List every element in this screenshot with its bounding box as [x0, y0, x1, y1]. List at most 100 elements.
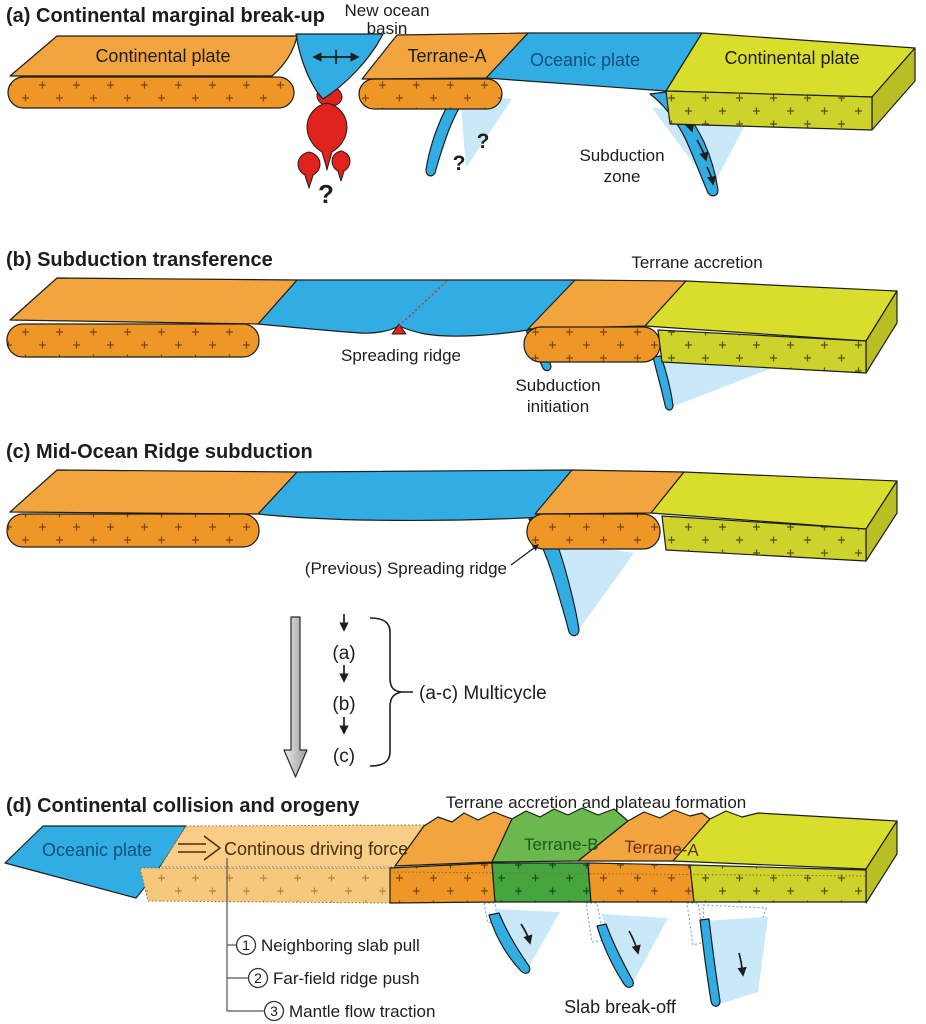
terrane-a-crust — [358, 78, 503, 110]
force-1-number: 1 — [242, 937, 250, 953]
force-1-circle — [235, 934, 257, 956]
force-2-label: Far-field ridge push — [273, 969, 419, 988]
plateau-formation-label: Terrane accretion and plateau formation — [446, 793, 747, 812]
continental-plate-left-label: Continental plate — [95, 46, 230, 66]
multicycle-label: (a-c) Multicycle — [419, 683, 547, 704]
previous-spreading-ridge-label: (Previous) Spreading ridge — [305, 559, 507, 578]
slab-question-mark-2: ? — [453, 152, 466, 175]
panel-a-title: (a) Continental marginal break-up — [6, 5, 325, 27]
orogen-orange-crust — [389, 862, 496, 904]
subduction-zone-label-line1: Subduction — [579, 146, 664, 165]
spreading-ridge-axis — [398, 280, 448, 327]
continent-crust-b — [657, 329, 867, 374]
former-surface-dotted-line — [389, 871, 867, 877]
continental-plate-left-top-b — [9, 277, 298, 325]
driving-forces-list: 1 Neighboring slab pull 2 Far-field ridg… — [226, 858, 435, 1022]
previous-spreading-ridge-pointer — [510, 544, 539, 566]
terrane-a-crust-d — [587, 862, 695, 903]
new-ocean-basin-label-line1: New ocean — [344, 1, 429, 20]
spreading-ridge-magma — [391, 323, 407, 335]
oceanic-plate-label: Oceanic plate — [530, 50, 640, 70]
forces-connector-lines — [226, 858, 264, 1012]
panel-b-title: (b) Subduction transference — [6, 249, 273, 271]
terrane-a-top-d — [577, 809, 711, 862]
subduction-initiation-label-line2: initiation — [527, 397, 589, 416]
slab3-sink-arrow — [737, 952, 747, 977]
driving-force-arrow — [178, 835, 221, 861]
stalled-slab — [425, 92, 468, 177]
slab-break-off-label: Slab break-off — [564, 997, 677, 1017]
magma-question-mark: ? — [318, 179, 334, 209]
panel-d: (d) Continental collision and orogeny Te… — [4, 793, 898, 1022]
driving-force-label: Continous driving force — [224, 839, 408, 859]
subduction-zone-label-line2: zone — [604, 167, 641, 186]
spreading-ridge-label: Spreading ridge — [341, 346, 461, 365]
slab-break-off-group — [483, 902, 768, 1007]
terrane-a-crust-b — [523, 326, 661, 363]
slab3-shadow-wedge — [703, 917, 768, 1006]
terrane-a-label: Terrane-A — [407, 46, 486, 66]
force-2-circle — [247, 967, 269, 989]
stalled-slab-shadow-wedge — [460, 94, 512, 168]
terrane-b-crust — [491, 862, 592, 903]
oceanic-plate-b — [257, 279, 576, 337]
slab1-sink-arrow — [520, 923, 533, 945]
cycle-step-c: (c) — [333, 746, 355, 767]
slab-motion-arrow-3 — [706, 166, 717, 186]
cycle-step-a: (a) — [332, 643, 355, 664]
divergence-arrow — [312, 50, 360, 64]
continental-plate-right-label: Continental plate — [724, 48, 859, 68]
panel-d-title: (d) Continental collision and orogeny — [6, 795, 360, 817]
terrane-b-top — [491, 807, 629, 863]
ridge-subducting-slab — [528, 516, 580, 637]
subducting-slab — [649, 91, 719, 197]
terrane-accretion-label: Terrane accretion — [631, 253, 762, 272]
magma-teardrop-large — [306, 102, 348, 171]
continental-plate-left-top-c — [9, 469, 298, 515]
ridge-slab-shadow-wedge — [551, 540, 634, 628]
slab2-sink-arrow — [628, 930, 641, 955]
slab3 — [699, 918, 721, 1007]
new-ocean-basin-label-line2: basin — [367, 19, 408, 38]
new-ocean-basin — [295, 33, 384, 100]
magma-teardrop-right — [331, 150, 351, 182]
multicycle-section: (a) (b) (c) (a-c) Multicycle — [283, 614, 547, 778]
force-3-label: Mantle flow traction — [289, 1002, 435, 1021]
panel-b: (b) Subduction transference Terrane accr… — [6, 249, 898, 416]
slab-motion-arrow-2 — [696, 139, 709, 162]
force-2-number: 2 — [254, 970, 262, 986]
continental-plate-left-crust — [7, 76, 295, 109]
magma-teardrop-left — [297, 151, 321, 189]
terrane-a-top — [361, 32, 529, 80]
slab2 — [596, 923, 634, 988]
multicycle-bracket — [369, 617, 413, 767]
ghost-plate-crust — [139, 867, 391, 904]
terrane-a-label-d: Terrane-A — [624, 837, 700, 860]
continental-plate-left-crust-c — [6, 513, 260, 548]
slab-remnant — [652, 355, 674, 411]
continental-plate-left-crust-b — [6, 323, 260, 358]
ghost-plate-top — [159, 824, 425, 868]
terrane-a-crust-c — [526, 513, 661, 550]
continent-crust-d — [689, 864, 867, 903]
oceanic-plate-c — [257, 469, 573, 521]
panel-c-title: (c) Mid-Ocean Ridge subduction — [6, 441, 313, 463]
continent-top-d — [672, 810, 898, 870]
force-3-number: 3 — [270, 1003, 278, 1019]
slab-question-mark-1: ? — [477, 130, 490, 153]
continent-crust-c — [661, 515, 867, 562]
oceanic-plate-d-label: Oceanic plate — [42, 840, 152, 860]
time-arrow — [283, 616, 308, 778]
continental-plate-right-crust — [665, 90, 873, 131]
terrane-b-label: Terrane-B — [524, 835, 599, 854]
cycle-step-b: (b) — [332, 694, 355, 715]
panel-c: (c) Mid-Ocean Ridge subduction (Previous… — [6, 441, 898, 637]
force-1-label: Neighboring slab pull — [261, 936, 420, 955]
panel-a: (a) Continental marginal break-up New oc… — [6, 1, 916, 209]
force-3-circle — [263, 1000, 285, 1022]
slab1 — [488, 912, 531, 974]
subduction-initiation-label-line1: Subduction — [515, 376, 600, 395]
orogen-orange-top — [394, 811, 513, 867]
